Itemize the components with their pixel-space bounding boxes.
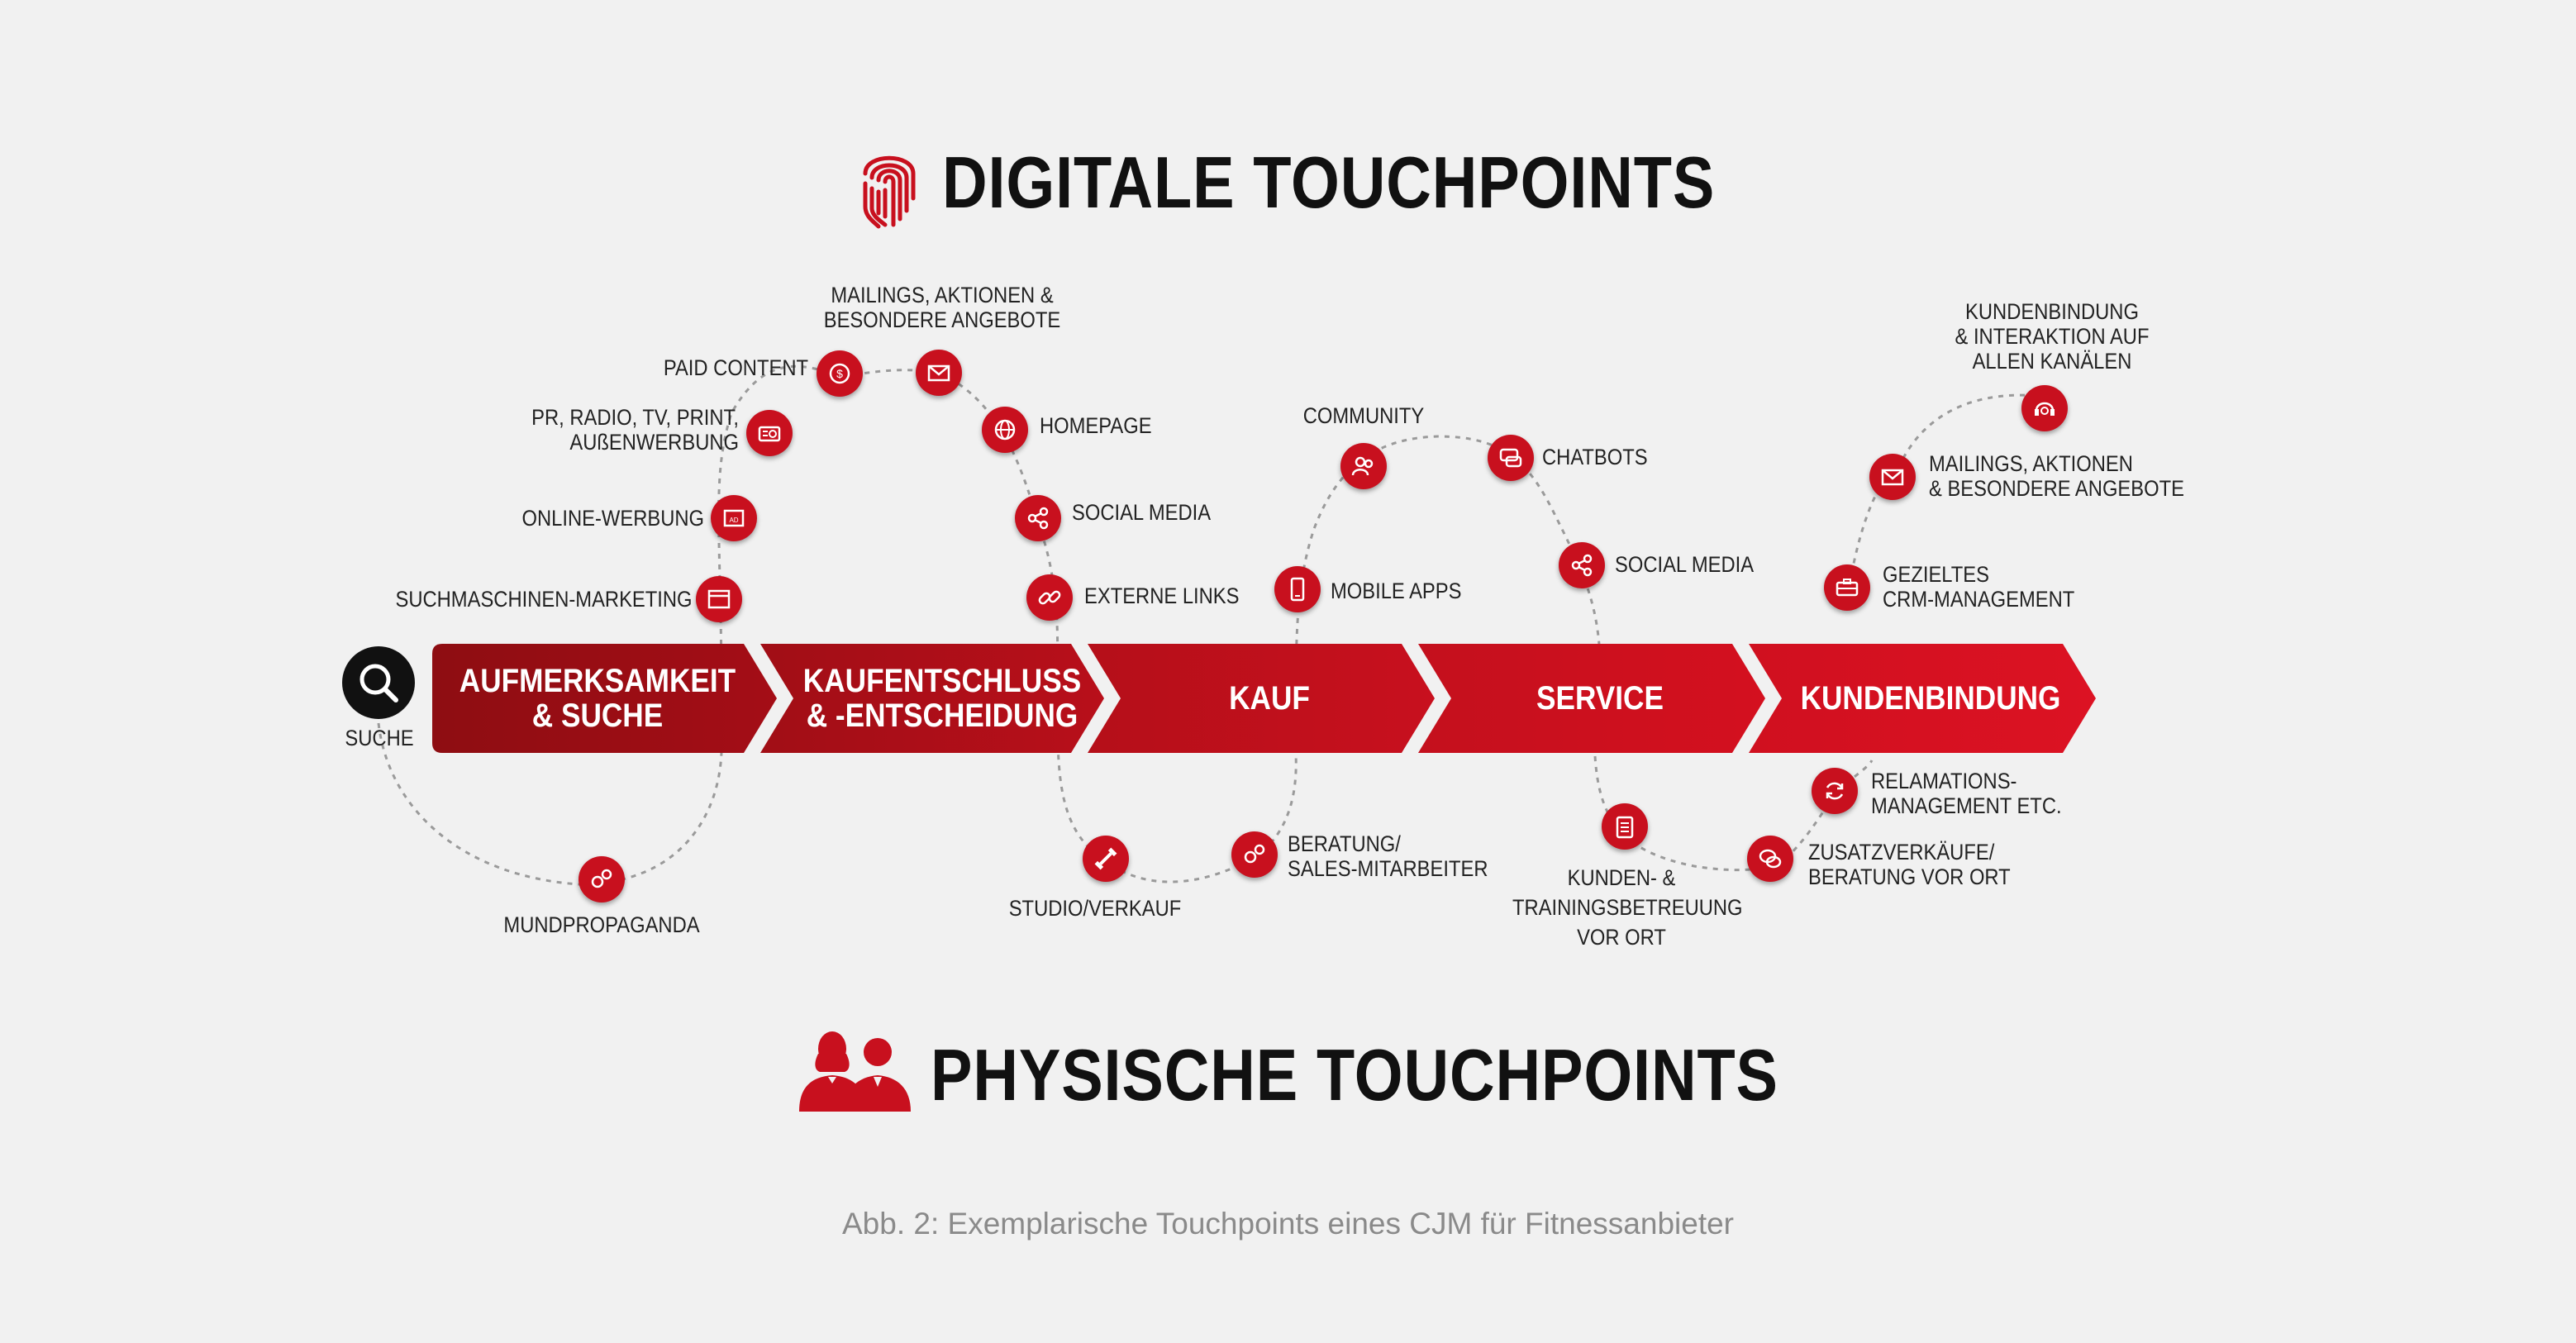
headset-icon xyxy=(2035,402,2055,416)
stage-arrow-4 xyxy=(1418,644,1765,753)
stage-label-5: KUNDENBINDUNG xyxy=(1800,680,2061,717)
people-icon xyxy=(799,1031,911,1112)
globe-icon xyxy=(994,419,1016,441)
share-icon xyxy=(1027,507,1049,530)
reklamation-label: RELAMATIONS- MANAGEMENT ETC. xyxy=(1871,769,2062,818)
beratung-node xyxy=(1231,831,1278,878)
kundenbindung-tp-label: KUNDENBINDUNG & INTERAKTION AUF ALLEN KA… xyxy=(1955,299,2150,374)
externe-links-label: EXTERNE LINKS xyxy=(1084,583,1240,608)
link-icon xyxy=(1038,590,1061,605)
beratung-label: BERATUNG/ SALES-MITARBEITER xyxy=(1288,831,1488,881)
stage-label-2: KAUFENTSCHLUSS & -ENTSCHEIDUNG xyxy=(802,663,1082,734)
svg-text:AD: AD xyxy=(729,517,738,524)
homepage-label: HOMEPAGE xyxy=(1040,413,1152,438)
social-media-2-label: SOCIAL MEDIA xyxy=(1615,552,1755,577)
mailings-2-node xyxy=(1869,454,1916,500)
mailings-1-label: MAILINGS, AKTIONEN & BESONDERE ANGEBOTE xyxy=(823,283,1061,332)
clipboard-icon xyxy=(1616,816,1634,839)
mundpropaganda-label: MUNDPROPAGANDA xyxy=(503,912,700,937)
chatbots-node xyxy=(1488,435,1534,481)
kundenbindung-tp-node xyxy=(2021,385,2068,431)
browser-icon xyxy=(707,589,731,609)
mail-icon xyxy=(927,364,950,382)
mailings-1-node xyxy=(916,350,962,396)
stage-arrow-5 xyxy=(1749,644,2096,753)
studio-label: STUDIO/VERKAUF xyxy=(1008,896,1182,921)
stage-arrow-2 xyxy=(760,644,1104,753)
refresh-icon xyxy=(1826,782,1844,800)
stage-arrow-3 xyxy=(1088,644,1435,753)
digital-heading: DIGITALE TOUCHPOINTS xyxy=(942,141,1716,223)
radio-icon xyxy=(758,426,781,442)
studio-node xyxy=(1083,836,1129,882)
dumbbell-icon xyxy=(1094,847,1117,870)
share-icon xyxy=(1571,554,1593,577)
zusatzverkaeufe-label: ZUSATZVERKÄUFE/ BERATUNG VOR ORT xyxy=(1808,840,2011,889)
chatbots-label: CHATBOTS xyxy=(1542,445,1648,469)
speech-icon xyxy=(1759,849,1782,869)
fingerprint-icon xyxy=(863,155,916,229)
pr-radio-label: PR, RADIO, TV, PRINT, AUßENWERBUNG xyxy=(531,405,739,455)
figure-caption: Abb. 2: Exemplarische Touchpoints eines … xyxy=(841,1207,1735,1241)
suchmaschinen-label: SUCHMASCHINEN-MARKETING xyxy=(395,587,693,612)
people-icon xyxy=(1244,844,1265,864)
mobile-apps-label: MOBILE APPS xyxy=(1331,579,1462,603)
community-node xyxy=(1340,443,1387,489)
zusatzverkaeufe-node xyxy=(1747,836,1793,882)
ad-icon: AD xyxy=(723,509,745,527)
mailings-2-label: MAILINGS, AKTIONEN & BESONDERE ANGEBOTE xyxy=(1929,451,2184,501)
phone-icon xyxy=(1290,577,1305,602)
kunden-betreuung-node xyxy=(1602,803,1648,850)
search-start-node xyxy=(342,646,415,719)
dollar-icon: $ xyxy=(829,363,850,384)
mail-icon xyxy=(1881,469,1904,486)
stage-label-4: SERVICE xyxy=(1536,680,1664,717)
mobile-apps-node xyxy=(1274,566,1321,612)
svg-text:$: $ xyxy=(836,367,843,380)
gezieltes-crm-label: GEZIELTES CRM-MANAGEMENT xyxy=(1883,562,2075,612)
externe-links-node xyxy=(1026,574,1073,621)
briefcase-icon xyxy=(1836,579,1859,597)
reklamation-node xyxy=(1812,768,1858,814)
mundpropaganda-node xyxy=(579,856,625,902)
community-label: COMMUNITY xyxy=(1302,403,1425,428)
chat-icon xyxy=(1499,448,1522,468)
paid-content-node: $ xyxy=(817,350,863,397)
kunden-betreuung-label: KUNDEN- & TRAININGSBETREUUNG VOR ORT xyxy=(1512,865,1743,950)
stage-arrow-1 xyxy=(432,644,777,753)
social-media-1-node xyxy=(1015,495,1061,541)
stage-label-1: AUFMERKSAMKEIT & SUCHE xyxy=(459,663,736,734)
online-werbung-label: ONLINE-WERBUNG xyxy=(521,506,704,531)
pr-radio-node xyxy=(746,410,793,456)
stage-label-3: KAUF xyxy=(1229,680,1310,717)
group-icon xyxy=(1351,456,1374,476)
online-werbung-node: AD xyxy=(711,495,757,541)
gezieltes-crm-node xyxy=(1824,564,1870,611)
homepage-node xyxy=(982,407,1028,453)
suchmaschinen-node xyxy=(696,576,742,622)
search-icon xyxy=(359,664,398,702)
social-media-2-node xyxy=(1559,542,1605,588)
people-icon xyxy=(591,869,612,888)
social-media-1-label: SOCIAL MEDIA xyxy=(1072,500,1212,525)
physical-heading: PHYSISCHE TOUCHPOINTS xyxy=(931,1034,1778,1116)
search-start-label: SUCHE xyxy=(345,726,414,750)
paid-content-label: PAID CONTENT xyxy=(663,355,808,380)
